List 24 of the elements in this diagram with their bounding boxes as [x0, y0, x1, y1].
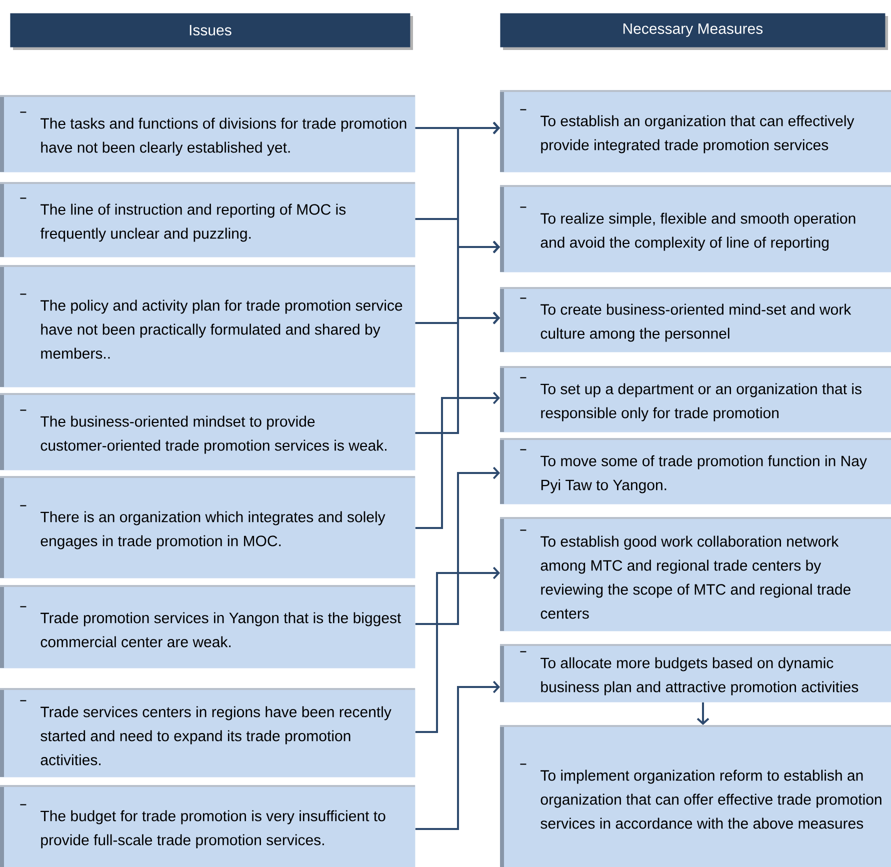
text-box: To implement organization reform to establish an organization that can offer effective trade promotion services in accordance with the above measures	[500, 725, 891, 867]
text-box: To move some of trade promotion function in Nay Pyi Taw to Yangon.	[500, 438, 891, 504]
arrow	[415, 680, 500, 830]
text-box: To set up a department or an organization that is responsible only for trade promotion	[500, 366, 891, 432]
text-box: The budget for trade promotion is very insufficient to provide full-scale trade promotion services.	[0, 785, 416, 867]
arrow	[696, 702, 710, 725]
text-box: The business-oriented mindset to provide customer-oriented trade promotion services is weak.	[0, 393, 416, 470]
text-box: To establish an organization that can effectively provide integrated trade promotion services	[500, 90, 891, 172]
text-box: The policy and activity plan for trade promotion service have not been practically formulated and shared by members..	[0, 265, 416, 388]
arrow	[415, 566, 500, 733]
text-box: Trade services centers in regions have been recently started and need to expand its trade promotion activities.	[0, 688, 416, 778]
text-box: To allocate more budgets based on dynamic business plan and attractive promotion activities	[500, 644, 891, 702]
text-box: To create business-oriented mind-set and work culture among the personnel	[500, 287, 891, 352]
header-box: Necessary Measures	[500, 13, 888, 50]
text-box: To realize simple, flexible and smooth operation and avoid the complexity of line of reporting	[500, 185, 891, 272]
text-box: There is an organization which integrates and solely engages in trade promotion in MOC.	[0, 476, 416, 578]
header-box: Issues	[10, 13, 413, 50]
arrow	[415, 312, 500, 434]
text-box: The tasks and functions of divisions for trade promotion have not been clearly established yet.	[0, 95, 416, 172]
text-box: The line of instruction and reporting of MOC is frequently unclear and puzzling.	[0, 182, 416, 258]
arrow	[415, 392, 500, 529]
text-box: To establish good work collaboration network among MTC and regional trade centers by reviewing the scope of MTC and regional trade centers	[500, 517, 891, 632]
arrow	[415, 466, 500, 625]
text-box: Trade promotion services in Yangon that is the biggest commercial center are weak.	[0, 585, 416, 668]
